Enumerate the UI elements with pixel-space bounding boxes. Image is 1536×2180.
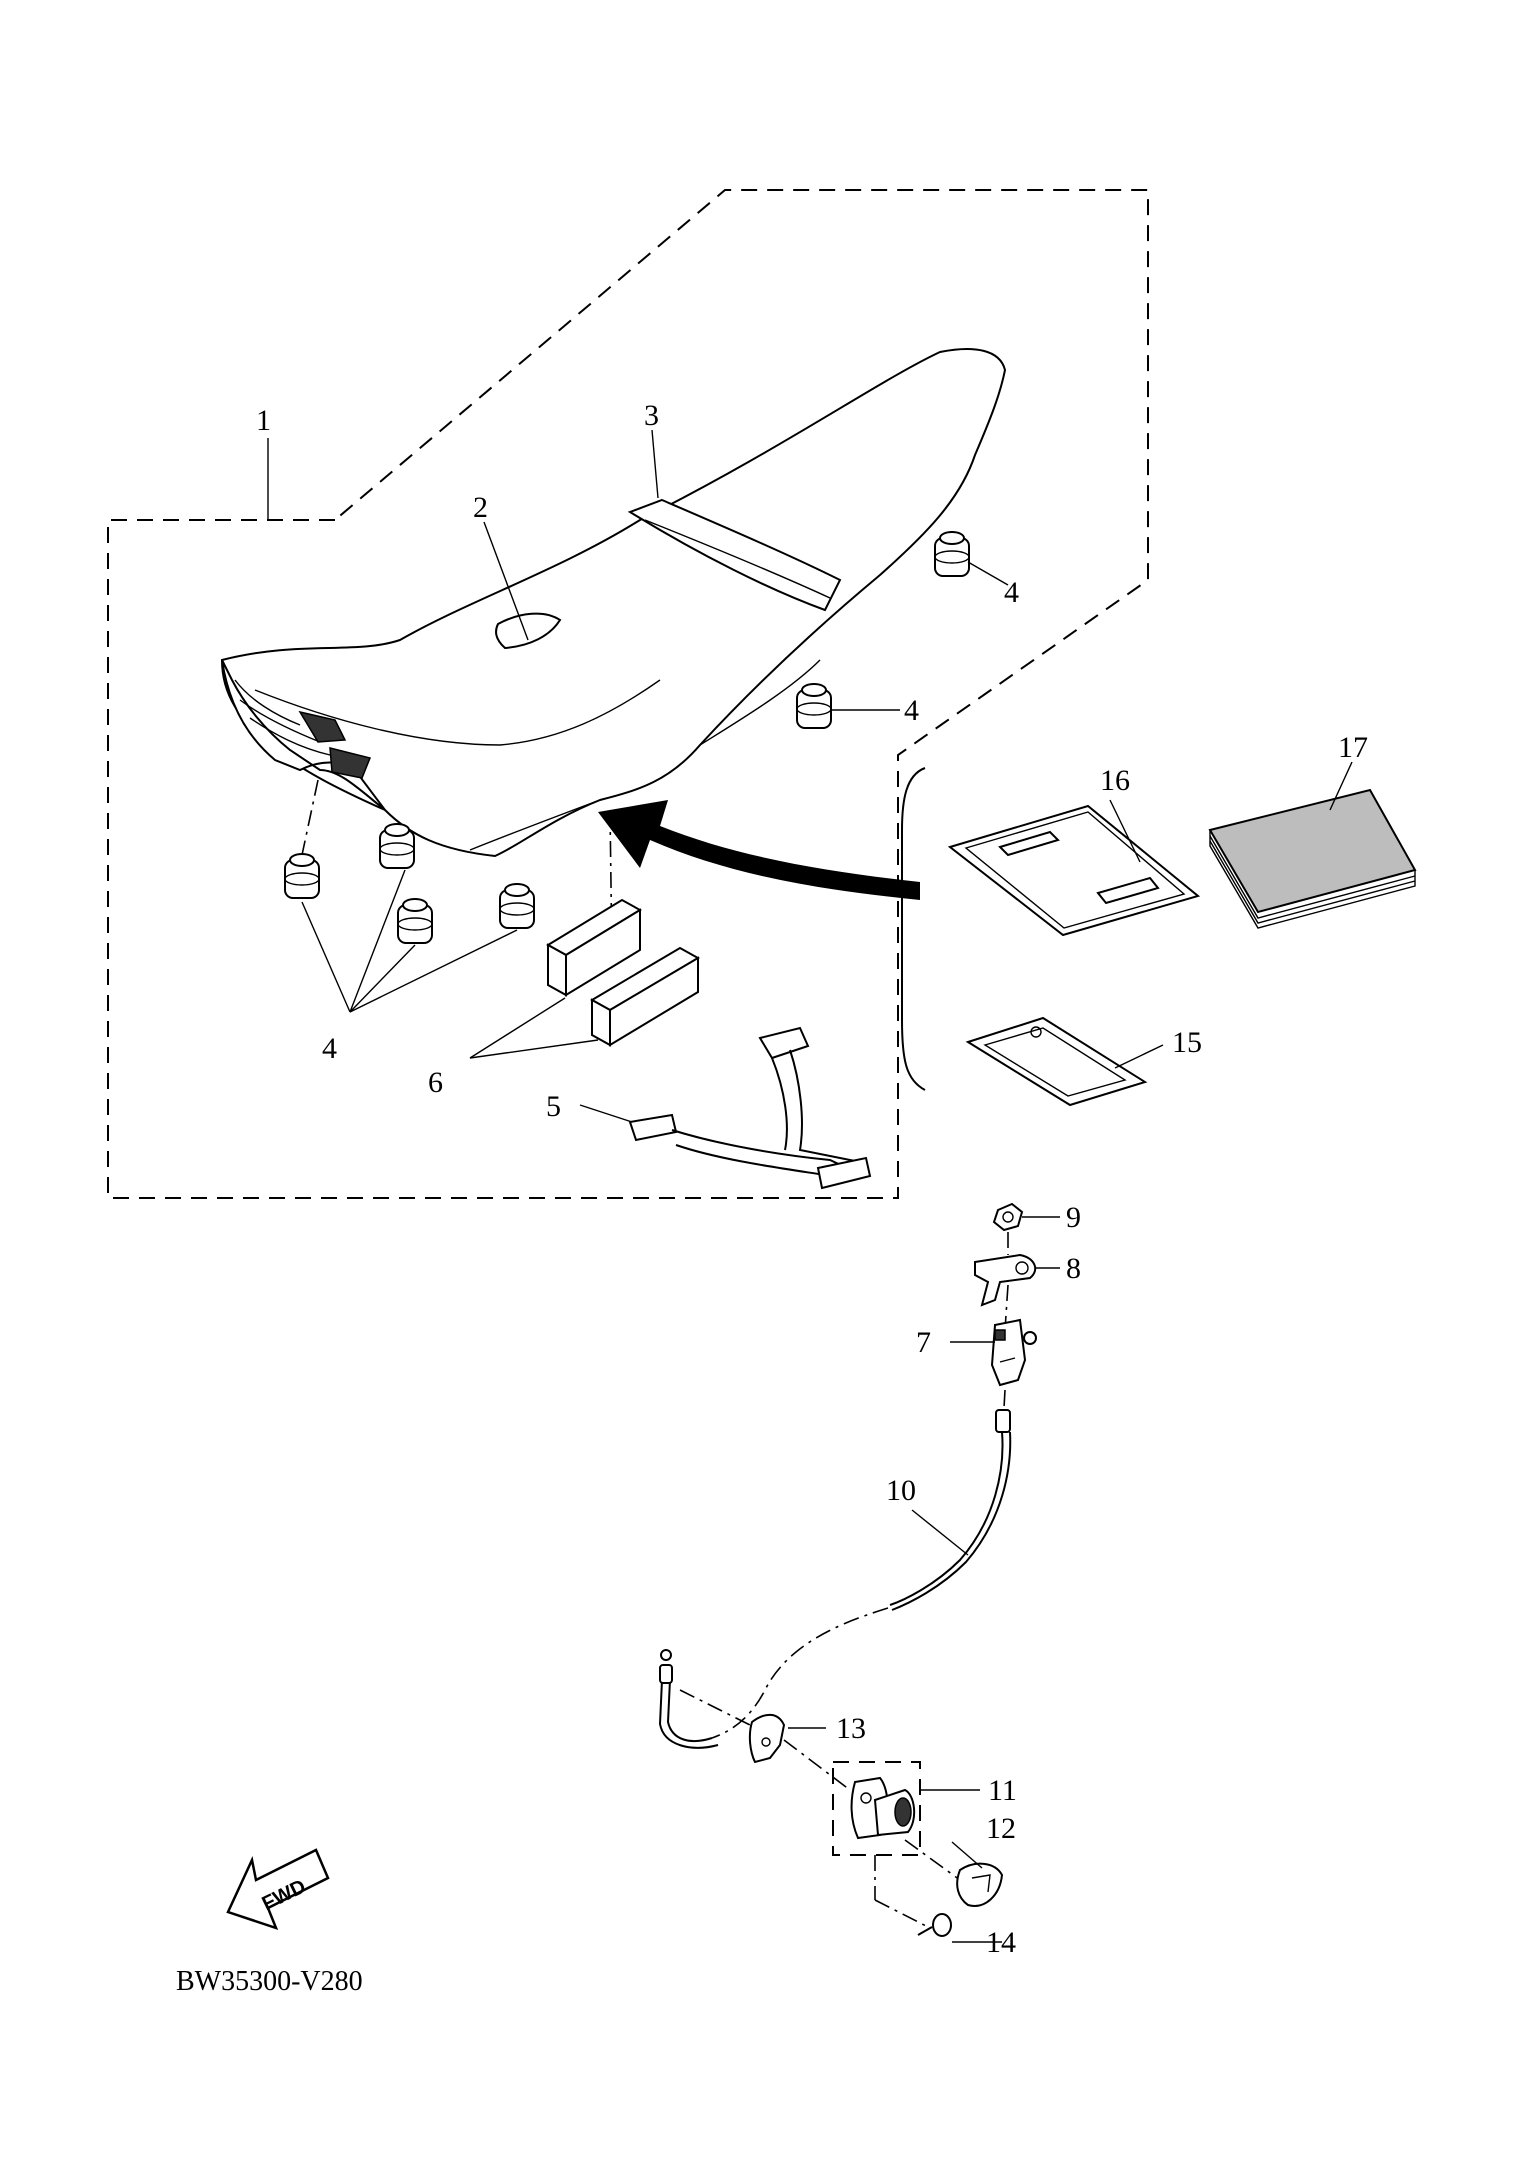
callout-13: 13 xyxy=(836,1712,866,1745)
callout-11: 11 xyxy=(988,1774,1017,1807)
screw xyxy=(917,1913,952,1937)
leader-lines xyxy=(267,429,1353,1943)
callout-10: 10 xyxy=(886,1474,916,1507)
diagram-code: BW35300-V280 xyxy=(176,1966,363,1997)
damper-front-3 xyxy=(397,898,433,944)
seat-lock xyxy=(850,1776,916,1840)
cable-guide xyxy=(748,1713,786,1764)
lock-cover xyxy=(956,1862,1004,1907)
callout-3: 3 xyxy=(644,399,659,432)
callout-7: 7 xyxy=(916,1326,931,1359)
damper-front-4 xyxy=(499,883,535,929)
damper-front-1 xyxy=(284,853,320,899)
lock-assembly-boundary xyxy=(832,1761,921,1856)
callout-9: 9 xyxy=(1066,1201,1081,1234)
accessory-bracket xyxy=(901,767,926,1091)
callout-4-rear-upper: 4 xyxy=(1004,576,1019,609)
seat-assembly-boundary xyxy=(107,189,1149,1199)
foam-blocks xyxy=(546,898,701,1047)
callout-6: 6 xyxy=(428,1066,443,1099)
document-pouch xyxy=(947,804,1201,937)
callout-8: 8 xyxy=(1066,1252,1081,1285)
damper-front-2 xyxy=(379,823,415,869)
owners-manual xyxy=(1208,788,1417,929)
forward-arrow-icon: FWD xyxy=(226,1848,330,1931)
callout-4-front: 4 xyxy=(322,1032,337,1065)
fitment-arrow xyxy=(598,800,920,900)
callout-2: 2 xyxy=(473,491,488,524)
callout-15: 15 xyxy=(1172,1026,1202,1059)
callout-14: 14 xyxy=(986,1926,1016,1959)
callout-17: 17 xyxy=(1338,731,1368,764)
tool-envelope xyxy=(965,1016,1148,1107)
seat-lock-cable xyxy=(658,1409,1012,1749)
callout-1: 1 xyxy=(256,404,271,437)
strap xyxy=(628,1026,872,1190)
callout-5: 5 xyxy=(546,1090,561,1123)
lock-plate xyxy=(974,1253,1037,1307)
callout-4-rear-lower: 4 xyxy=(904,694,919,727)
callout-16: 16 xyxy=(1100,764,1130,797)
cable-holder xyxy=(990,1318,1037,1387)
seat xyxy=(220,348,1007,858)
nut xyxy=(992,1202,1024,1232)
damper-rear-lower xyxy=(796,683,832,729)
damper-rear-upper xyxy=(934,531,970,577)
callout-12: 12 xyxy=(986,1812,1016,1845)
